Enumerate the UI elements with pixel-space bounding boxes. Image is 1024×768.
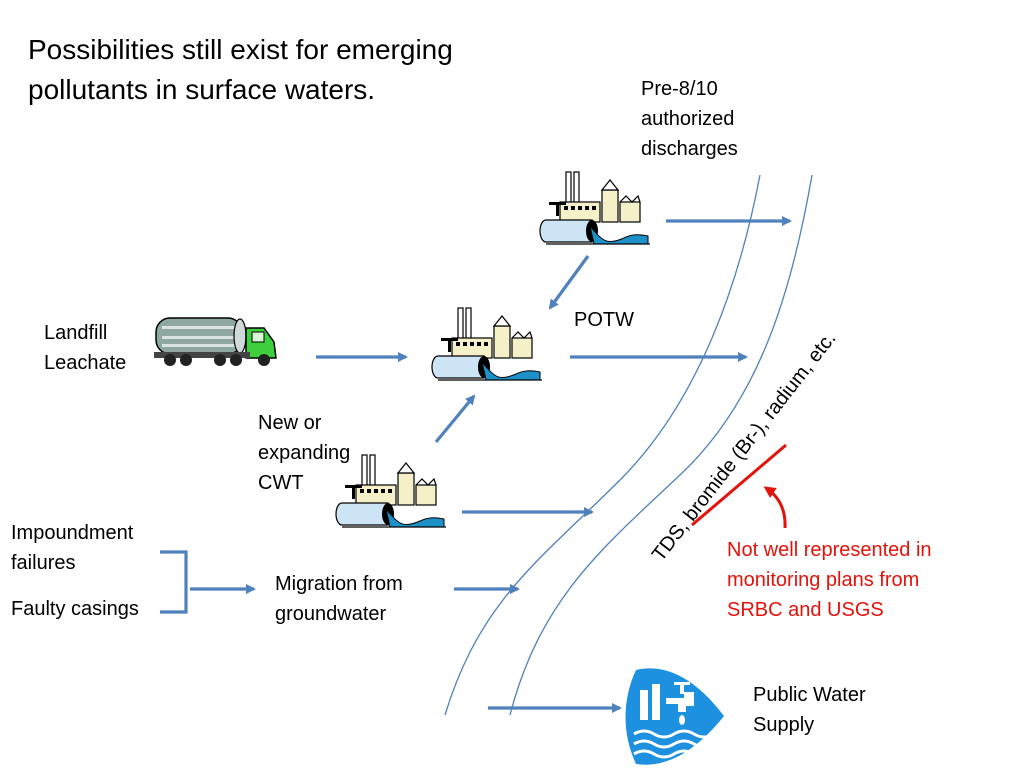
label-potw: POTW bbox=[574, 309, 634, 331]
label-cwt: New or expanding CWT bbox=[258, 412, 351, 494]
curved-red-arrow bbox=[763, 486, 787, 529]
slide-title: Possibilities still exist for emerging p… bbox=[28, 34, 453, 105]
highlight-line bbox=[691, 443, 787, 527]
factory-icon bbox=[539, 171, 651, 245]
label-public-water: Public Water Supply bbox=[753, 684, 866, 736]
factory-icon bbox=[335, 454, 447, 528]
label-faulty-casings: Faulty casings bbox=[11, 598, 139, 620]
label-migration: Migration from groundwater bbox=[275, 573, 403, 625]
label-not-represented: Not well represented in monitoring plans… bbox=[727, 539, 932, 621]
factory-icon bbox=[431, 307, 543, 381]
bracket bbox=[160, 550, 188, 614]
label-pre-authorized: Pre-8/10 authorized discharges bbox=[641, 78, 738, 160]
river-bank-right bbox=[509, 174, 813, 716]
arrow-cwt-to-potw bbox=[434, 394, 476, 444]
label-landfill: Landfill Leachate bbox=[44, 322, 127, 374]
river-bank-left bbox=[444, 174, 761, 716]
arrow-pre-to-potw bbox=[548, 255, 590, 310]
label-impoundment: Impoundment failures bbox=[11, 522, 134, 574]
water-supply-icon bbox=[625, 668, 724, 765]
truck-icon bbox=[154, 317, 277, 366]
